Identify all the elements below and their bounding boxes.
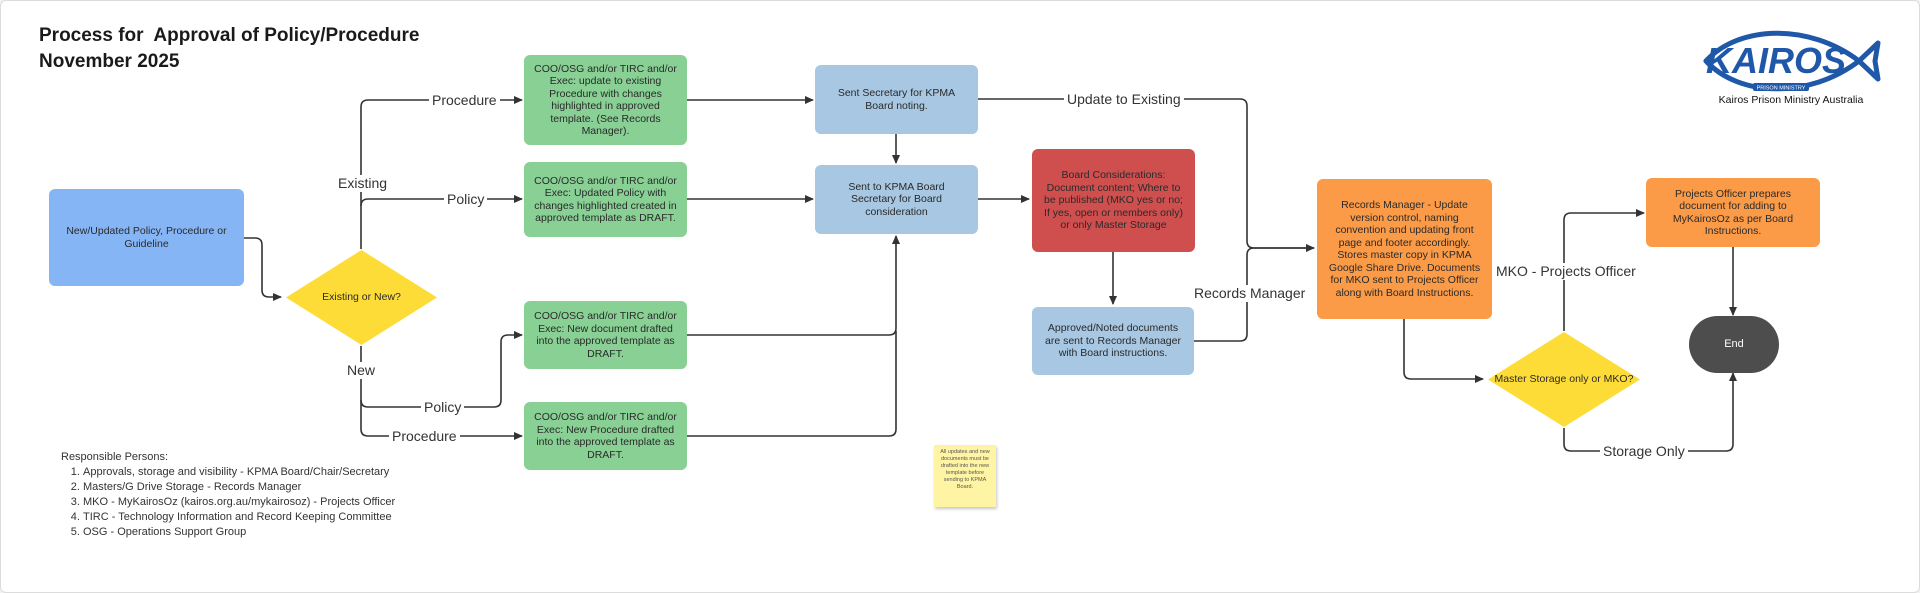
projects-officer-node: Projects Officer prepares document for a… bbox=[1646, 178, 1820, 247]
logo-subtext: PRISON MINISTRY bbox=[1757, 86, 1806, 92]
responsible-persons-legend: Responsible Persons: Approvals, storage … bbox=[61, 450, 395, 540]
edge-label-storage-only: Storage Only bbox=[1600, 443, 1688, 460]
approved-documents-node: Approved/Noted documents are sent to Rec… bbox=[1032, 307, 1194, 375]
edge-label-mko-projects-officer: MKO - Projects Officer bbox=[1493, 263, 1639, 280]
connector-new-policy bbox=[360, 331, 523, 408]
board-secretary-node: Sent to KPMA Board Secretary for Board c… bbox=[815, 165, 978, 234]
start-node: New/Updated Policy, Procedure or Guideli… bbox=[49, 189, 244, 286]
new-policy-label: COO/OSG and/or TIRC and/or Exec: New doc… bbox=[534, 310, 677, 360]
projects-officer-label: Projects Officer prepares document for a… bbox=[1672, 187, 1794, 238]
legend-heading: Responsible Persons: bbox=[61, 451, 169, 463]
connector-new-procedure bbox=[360, 346, 523, 440]
storage-or-mko-decision: Master Storage only or MKO? bbox=[1487, 331, 1641, 428]
logo-wordmark: KAIROS bbox=[1706, 40, 1846, 81]
legend-item: OSG - Operations Support Group bbox=[83, 525, 395, 540]
records-manager-label: Records Manager - Update version control… bbox=[1328, 199, 1481, 299]
board-considerations-label: Board Considerations: Document content; … bbox=[1044, 169, 1183, 232]
title-line-1: Process for Approval of Policy/Procedure bbox=[39, 25, 420, 46]
legend-item: Approvals, storage and visibility - KPMA… bbox=[83, 465, 395, 480]
existing-policy-node: COO/OSG and/or TIRC and/or Exec: Updated… bbox=[524, 162, 687, 237]
sticky-note-text: All updates and new documents must be dr… bbox=[940, 449, 990, 490]
records-manager-node: Records Manager - Update version control… bbox=[1317, 179, 1492, 319]
connector-existing-policy bbox=[360, 195, 523, 207]
secretary-noting-node: Sent Secretary for KPMA Board noting. bbox=[815, 65, 978, 134]
edge-label-update-to-existing: Update to Existing bbox=[1064, 91, 1184, 108]
board-considerations-node: Board Considerations: Document content; … bbox=[1032, 149, 1195, 252]
connector-new-policy-merge bbox=[687, 235, 900, 336]
decision-label: Existing or New? bbox=[322, 291, 401, 304]
edge-label-procedure-existing: Procedure bbox=[429, 92, 500, 109]
approved-documents-label: Approved/Noted documents are sent to Rec… bbox=[1045, 322, 1181, 360]
secretary-noting-label: Sent Secretary for KPMA Board noting. bbox=[837, 87, 956, 112]
title-line-2: November 2025 bbox=[39, 51, 180, 72]
edge-label-policy-existing: Policy bbox=[444, 191, 488, 208]
legend-item: MKO - MyKairosOz (kairos.org.au/mykairos… bbox=[83, 495, 395, 510]
logo-caption: Kairos Prison Ministry Australia bbox=[1718, 94, 1864, 106]
end-node: End bbox=[1689, 316, 1779, 373]
existing-procedure-label: COO/OSG and/or TIRC and/or Exec: update … bbox=[534, 62, 677, 138]
legend-list: Approvals, storage and visibility - KPMA… bbox=[61, 465, 395, 540]
decision-shape bbox=[286, 250, 437, 345]
start-node-label: New/Updated Policy, Procedure or Guideli… bbox=[66, 225, 227, 250]
connector-existing-procedure bbox=[360, 96, 523, 249]
decision-shape bbox=[1488, 332, 1640, 427]
new-procedure-node: COO/OSG and/or TIRC and/or Exec: New Pro… bbox=[524, 402, 687, 470]
connector-mko-projects-officer bbox=[1563, 209, 1645, 331]
kairos-fish-logo-icon: KAIROS PRISON MINISTRY bbox=[1703, 30, 1881, 92]
connector-new-procedure-merge bbox=[687, 331, 897, 437]
connector-start-to-decision bbox=[244, 237, 282, 301]
existing-procedure-node: COO/OSG and/or TIRC and/or Exec: update … bbox=[524, 55, 687, 145]
storage-decision-label: Master Storage only or MKO? bbox=[1494, 373, 1634, 386]
connector-records-to-storage-decision bbox=[1403, 319, 1484, 383]
edge-label-procedure-new: Procedure bbox=[389, 428, 460, 445]
new-policy-node: COO/OSG and/or TIRC and/or Exec: New doc… bbox=[524, 301, 687, 369]
legend-item: TIRC - Technology Information and Record… bbox=[83, 510, 395, 525]
edge-label-existing: Existing bbox=[335, 175, 391, 192]
sticky-note: All updates and new documents must be dr… bbox=[934, 445, 996, 507]
diagram-title: Process for Approval of Policy/Procedure… bbox=[39, 23, 419, 75]
existing-or-new-decision: Existing or New? bbox=[285, 249, 438, 346]
edge-label-records-manager: Records Manager bbox=[1191, 285, 1309, 302]
board-secretary-label: Sent to KPMA Board Secretary for Board c… bbox=[848, 180, 945, 218]
existing-policy-label: COO/OSG and/or TIRC and/or Exec: Updated… bbox=[534, 174, 677, 225]
end-node-label: End bbox=[1724, 338, 1744, 351]
edge-label-new: New bbox=[344, 362, 379, 379]
new-procedure-label: COO/OSG and/or TIRC and/or Exec: New Pro… bbox=[534, 411, 677, 461]
legend-item: Masters/G Drive Storage - Records Manage… bbox=[83, 480, 395, 495]
edge-label-policy-new: Policy bbox=[421, 399, 465, 416]
